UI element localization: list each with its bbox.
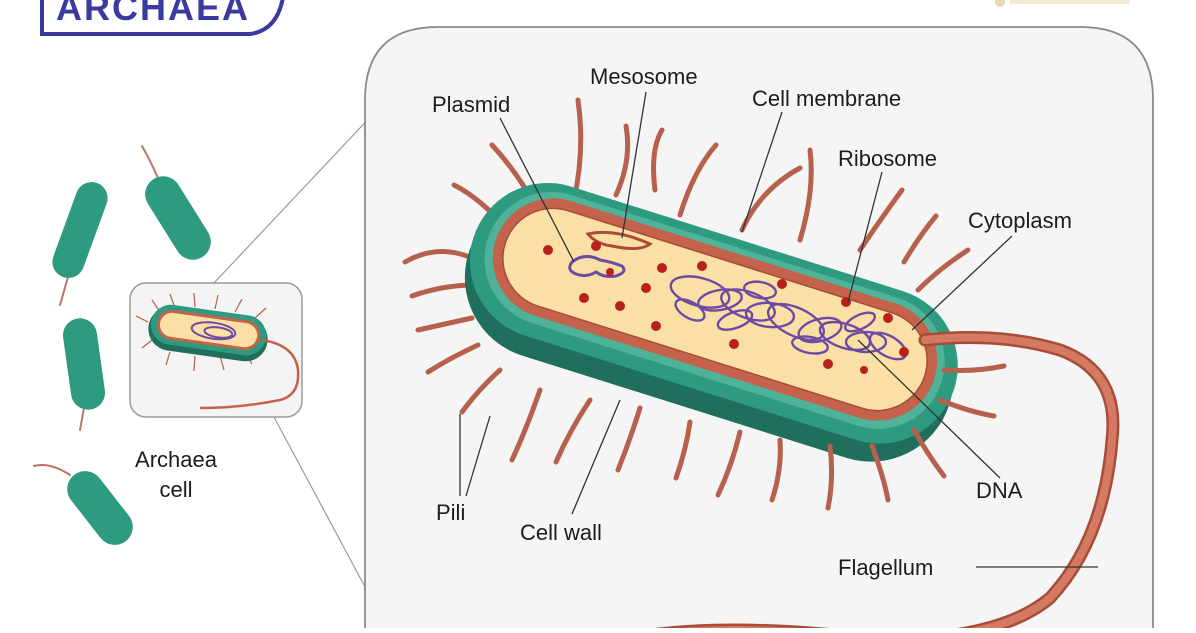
- label-cytoplasm: Cytoplasm: [968, 208, 1072, 233]
- inset-panel: [129, 282, 303, 418]
- label-cell-membrane: Cell membrane: [752, 86, 901, 111]
- small-cell-3: [62, 318, 106, 431]
- pili-front: [459, 363, 1007, 511]
- label-archaea-cell-line2: cell: [159, 477, 192, 502]
- label-plasmid: Plasmid: [432, 92, 510, 117]
- labels: Plasmid Mesosome Cell membrane Ribosome …: [432, 64, 1072, 580]
- small-cells: [33, 145, 211, 545]
- small-cell-2: [141, 145, 211, 260]
- watermark-logo: [995, 0, 1130, 7]
- small-cell-1: [52, 182, 108, 306]
- ribosomes: [543, 241, 909, 374]
- dna: [669, 275, 908, 361]
- logo: ARCHAEA: [40, 0, 285, 36]
- label-archaea-cell-line1: Archaea: [135, 447, 218, 472]
- small-cell-4: [33, 464, 133, 545]
- leader-lines: [459, 91, 1098, 568]
- plasmid: [568, 255, 626, 278]
- zoom-connector: [213, 111, 376, 601]
- logo-text: ARCHAEA: [56, 0, 250, 28]
- label-ribosome: Ribosome: [838, 146, 937, 171]
- archaea-cell: [464, 182, 958, 462]
- label-mesosome: Mesosome: [590, 64, 698, 89]
- label-pili: Pili: [436, 500, 465, 525]
- label-cell-wall: Cell wall: [520, 520, 602, 545]
- label-flagellum: Flagellum: [838, 555, 933, 580]
- label-dna: DNA: [976, 478, 1023, 503]
